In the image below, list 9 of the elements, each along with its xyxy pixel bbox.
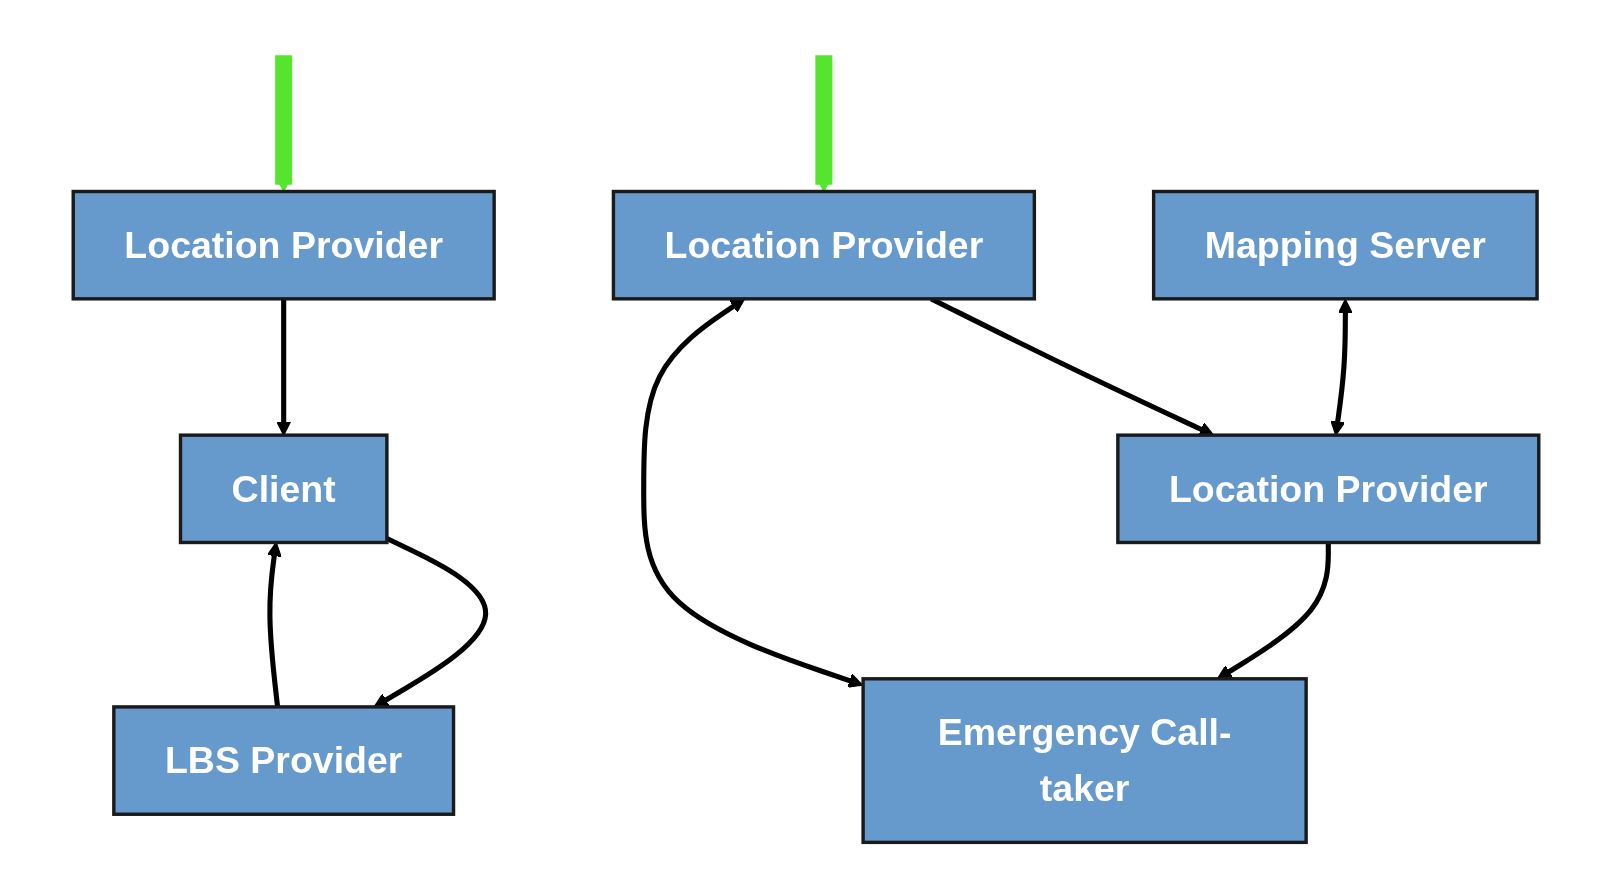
node-box: Client bbox=[178, 433, 389, 545]
node-box: Mapping Server bbox=[1151, 189, 1539, 301]
node-box: Location Provider bbox=[611, 189, 1037, 301]
node-box: Location Provider bbox=[71, 189, 496, 301]
arrow bbox=[276, 298, 292, 436]
node-box: LBS Provider bbox=[112, 705, 456, 816]
node-box: Emergency Call-taker bbox=[861, 677, 1308, 845]
node-box: Location Provider bbox=[1116, 433, 1541, 545]
arrow bbox=[1330, 298, 1353, 436]
